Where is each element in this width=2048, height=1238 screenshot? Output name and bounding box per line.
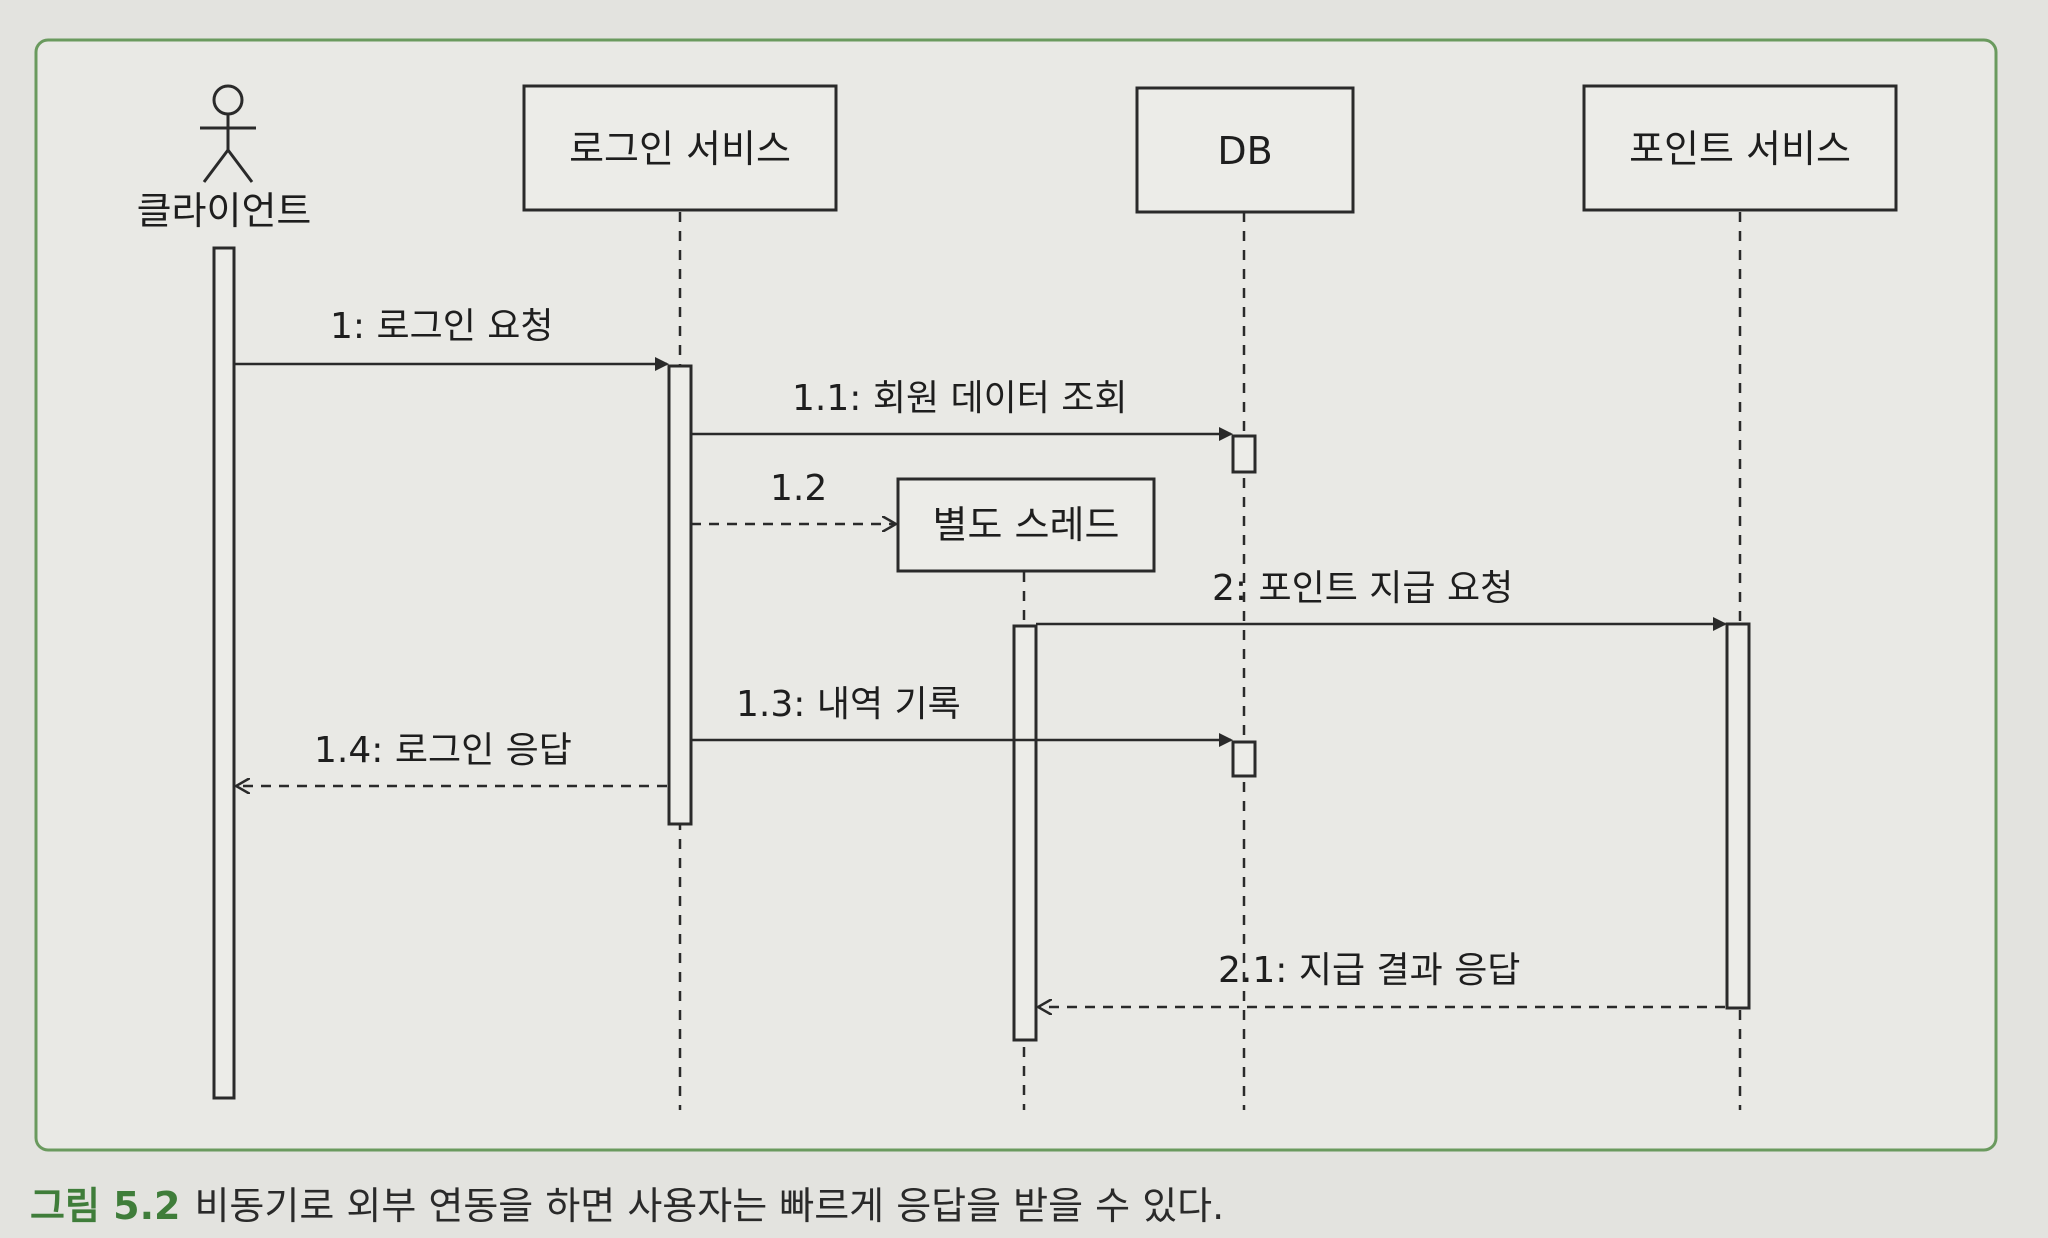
- message-2-label: 2: 포인트 지급 요청: [1212, 568, 1513, 609]
- figure-frame: [34, 38, 1998, 1152]
- activation-point: [1725, 622, 1751, 1010]
- participant-db-box: [1135, 86, 1355, 214]
- figure-caption: 그림 5.2 비동기로 외부 연동을 하면 사용자는 빠르게 응답을 받을 수 있…: [30, 1175, 1224, 1230]
- client-actor-icon: [200, 84, 256, 183]
- figure-caption-text: 비동기로 외부 연동을 하면 사용자는 빠르게 응답을 받을 수 있다.: [194, 1184, 1225, 1228]
- activation-thread: [1012, 624, 1038, 1042]
- activation-db-1: [1231, 434, 1257, 474]
- activation-client: [212, 246, 236, 1100]
- participant-db-label: DB: [1217, 129, 1272, 173]
- message-1-2-label: 1.2: [770, 468, 827, 509]
- activation-login: [667, 364, 693, 826]
- message-1-1-label: 1.1: 회원 데이터 조회: [792, 378, 1128, 419]
- participant-client-label: 클라이언트: [137, 189, 312, 233]
- thread-box-label: 별도 스레드: [933, 503, 1120, 547]
- participant-point-box: [1582, 84, 1898, 212]
- thread-box: [896, 477, 1156, 573]
- participant-login-label: 로그인 서비스: [569, 127, 791, 171]
- figure-number: 그림 5.2: [30, 1184, 181, 1228]
- activation-db-2: [1231, 740, 1257, 778]
- message-2-1-label: 2.1: 지급 결과 응답: [1218, 950, 1520, 991]
- message-1-3-label: 1.3: 내역 기록: [736, 684, 961, 725]
- participant-point-label: 포인트 서비스: [1629, 127, 1851, 171]
- participant-login-box: [522, 84, 838, 212]
- message-1-label: 1: 로그인 요청: [330, 306, 554, 347]
- message-1-4-label: 1.4: 로그인 응답: [314, 730, 572, 771]
